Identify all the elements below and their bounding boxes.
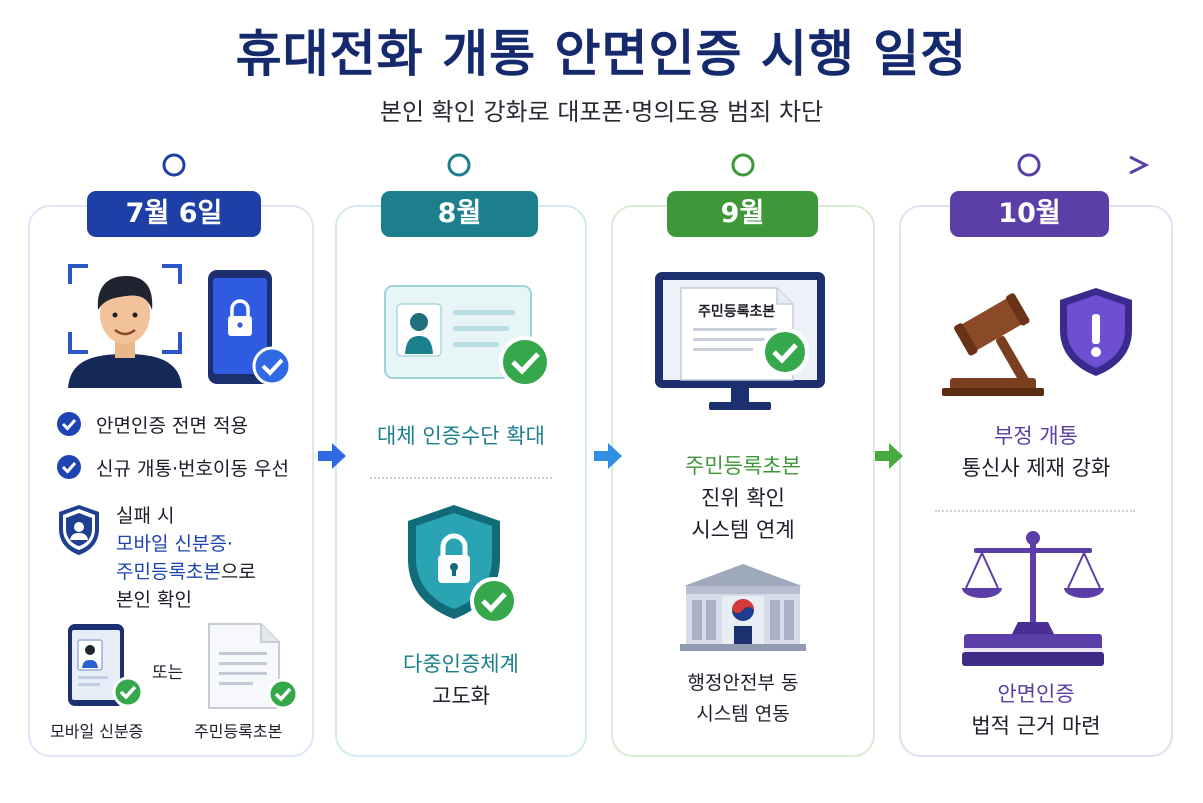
- timeline-node-2: [447, 153, 471, 177]
- mobile-id-icon: [68, 624, 144, 708]
- timeline-node-1: [162, 153, 186, 177]
- fail-line-2: 모바일 신분증·: [116, 533, 233, 555]
- document-icon: [208, 623, 299, 710]
- check-item-face-auth: 안면인증 전면 적용: [56, 410, 248, 438]
- mobile-id-label: 모바일 신분증: [50, 722, 144, 741]
- timeline-node-4: [1017, 153, 1041, 177]
- stage-date-september: 9월: [667, 191, 818, 237]
- locked-phone-icon: [208, 270, 292, 386]
- check-item-new-activation: 신규 개통·번호이동 우선: [56, 453, 289, 481]
- fail-fallback-text: 실패 시 모바일 신분증· 주민등록초본으로 본인 확인: [116, 502, 256, 614]
- shield-user-icon: [59, 505, 99, 555]
- monitor-document-title: 주민등록초본: [698, 304, 776, 320]
- divider: [935, 510, 1135, 512]
- stage-date-october: 10월: [950, 191, 1109, 237]
- arrow-right-icon: [875, 443, 903, 469]
- stage-2-item-1: 대체 인증수단 확대: [377, 424, 545, 448]
- stage-4-item-2-line-2: 법적 근거 마련: [971, 714, 1101, 738]
- stage-3-item-2-line-1: 행정안전부 동: [687, 672, 799, 694]
- arrow-right-icon: [318, 443, 346, 469]
- stage-4-item-1-line-2: 통신사 제재 강화: [961, 456, 1111, 480]
- fail-line-3-doc: 주민등록초본: [116, 561, 221, 583]
- gavel-icon: [942, 293, 1044, 396]
- fail-line-3-tail: 으로: [220, 561, 256, 583]
- stage-date-july: 7월 6일: [87, 191, 261, 237]
- stage-2-item-2-line-1: 다중인증체계: [403, 652, 519, 676]
- stage-4-item-2-line-1: 안면인증: [997, 682, 1075, 706]
- fail-line-1: 실패 시: [116, 505, 175, 527]
- or-text: 또는: [152, 663, 184, 683]
- resident-copy-label: 주민등록초본: [194, 722, 283, 741]
- page-subtitle: 본인 확인 강화로 대포폰·명의도용 범죄 차단: [379, 98, 824, 126]
- id-card-icon: [384, 285, 551, 388]
- check-item-label: 안면인증 전면 적용: [96, 414, 248, 437]
- stage-date-august: 8월: [381, 191, 538, 237]
- timeline-arrow: [62, 153, 1150, 177]
- shield-lock-icon: [408, 505, 518, 625]
- arrow-right-icon: [594, 443, 622, 469]
- shield-alert-icon: [1060, 288, 1132, 376]
- stage-3-item-2-line-2: 시스템 연동: [696, 703, 790, 725]
- stage-3-item-1-line-3: 시스템 연계: [691, 518, 795, 542]
- check-circle-icon: [57, 412, 81, 436]
- stage-2-item-2-line-2: 고도화: [432, 684, 490, 708]
- timeline-node-3: [731, 153, 755, 177]
- stage-3-item-1-line-2: 진위 확인: [701, 486, 785, 510]
- face-scan-icon: [68, 264, 182, 388]
- fail-line-4: 본인 확인: [116, 589, 192, 611]
- stage-3-item-1-line-1: 주민등록초본: [685, 454, 801, 478]
- scales-icon: [962, 531, 1104, 666]
- divider: [370, 477, 552, 479]
- monitor-document-icon: [655, 272, 825, 410]
- check-item-label: 신규 개통·번호이동 우선: [96, 457, 289, 480]
- page-title: 휴대전화 개통 안면인증 시행 일정: [235, 25, 968, 83]
- check-circle-icon: [57, 455, 81, 479]
- government-building-icon: [680, 564, 806, 651]
- stage-4-item-1-line-1: 부정 개통: [994, 424, 1078, 448]
